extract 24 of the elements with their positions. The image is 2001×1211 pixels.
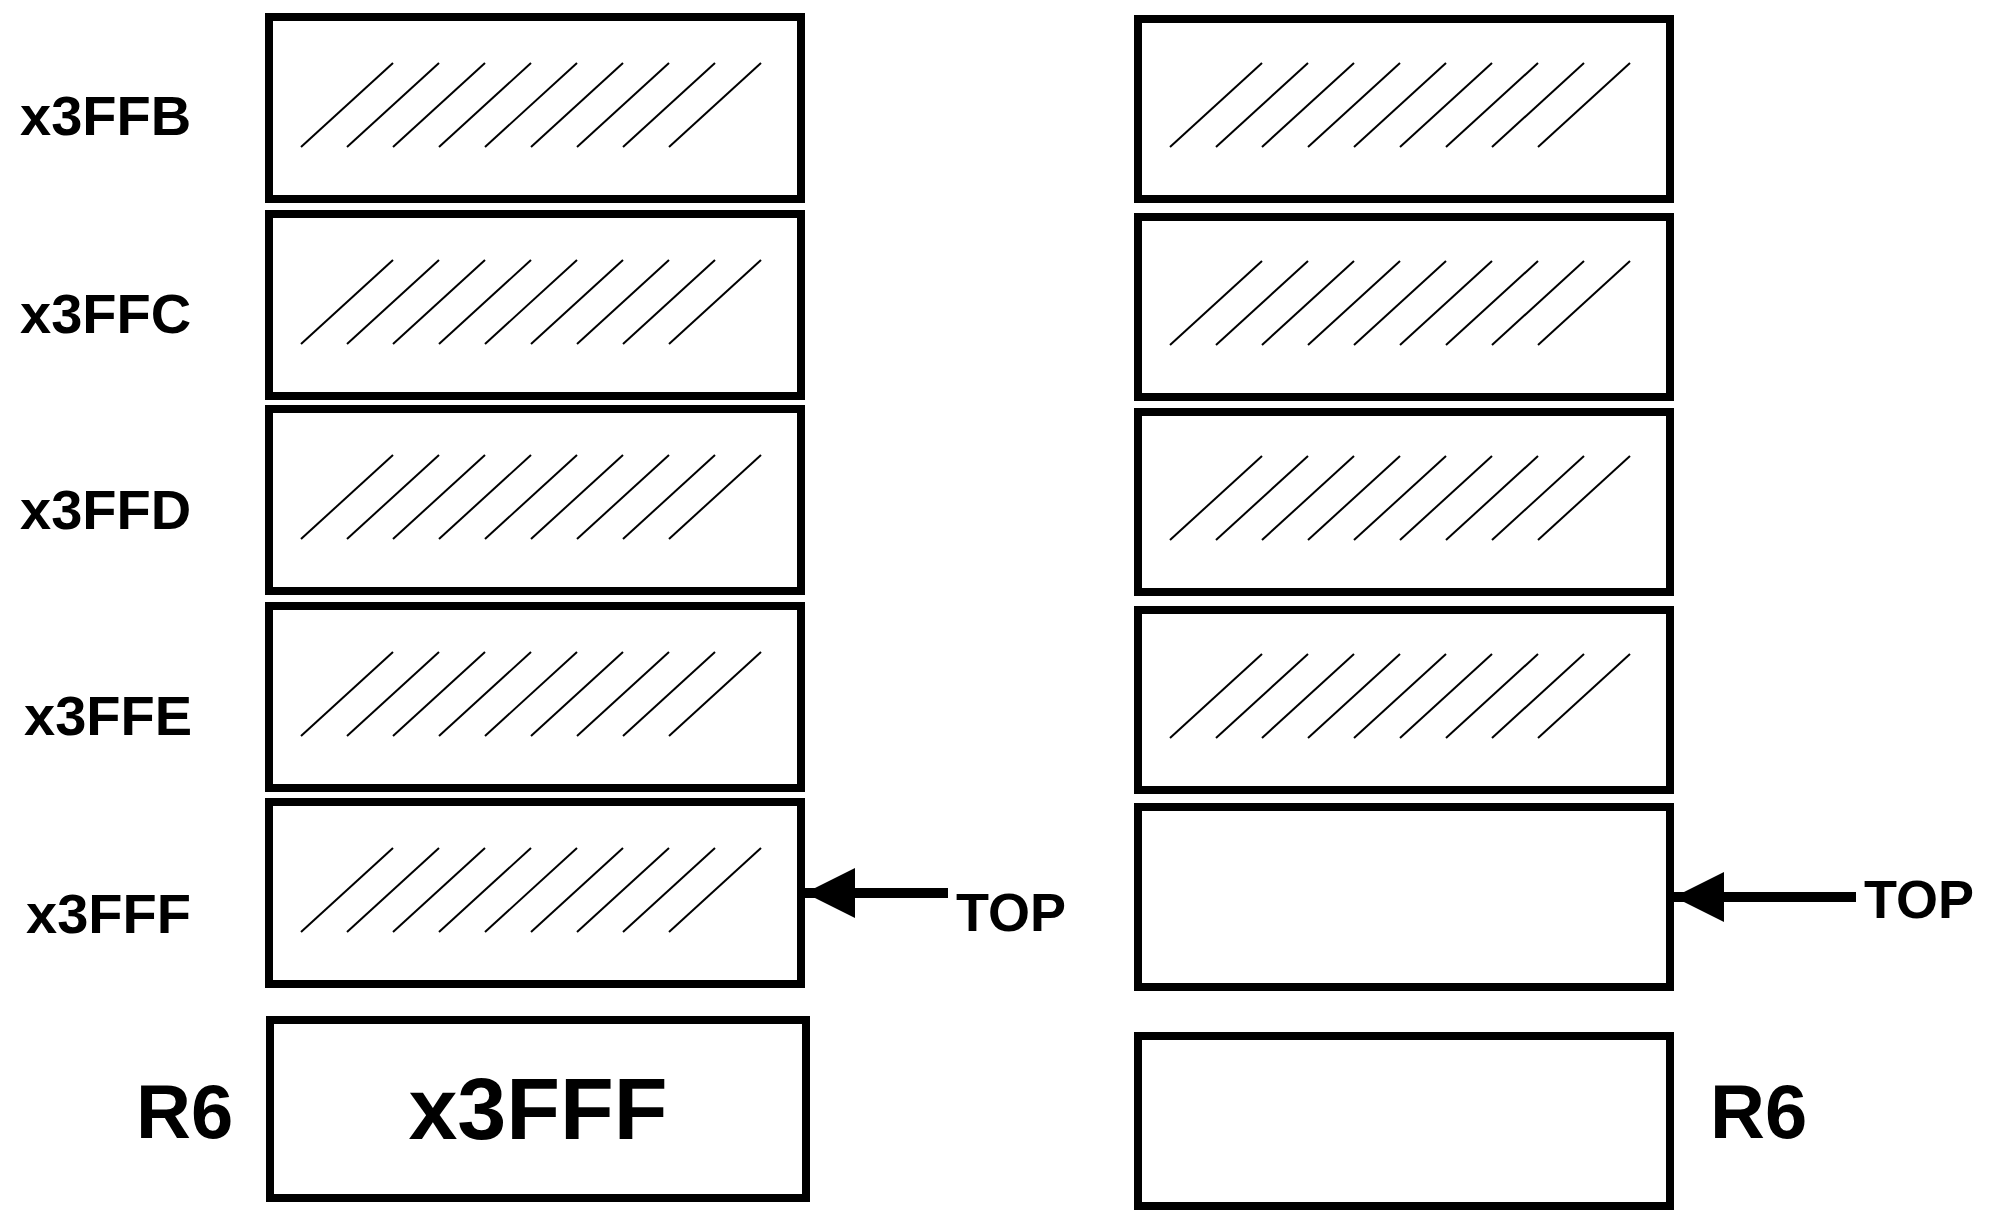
memory-cell xyxy=(265,798,805,988)
arrow xyxy=(1674,872,1856,922)
register-box xyxy=(266,1016,810,1202)
address-label: x3FFC xyxy=(20,286,192,342)
memory-cell xyxy=(265,602,805,792)
register-name: R6 xyxy=(136,1074,234,1150)
address-label: x3FFD xyxy=(20,482,192,538)
memory-cell xyxy=(1134,213,1674,401)
address-label: x3FFB xyxy=(20,88,192,144)
memory-cell xyxy=(1134,15,1674,203)
pointer-label: TOP xyxy=(956,885,1067,939)
memory-cell xyxy=(1134,408,1674,596)
register-box xyxy=(1134,1032,1674,1210)
pointer-label: TOP xyxy=(1864,872,1975,926)
memory-cell xyxy=(265,210,805,400)
register-name: R6 xyxy=(1710,1074,1808,1150)
memory-cell xyxy=(265,405,805,595)
address-label: x3FFF xyxy=(26,886,191,942)
memory-cell xyxy=(1134,803,1674,991)
register-value: x3FFF xyxy=(408,1065,668,1153)
memory-cell xyxy=(265,13,805,203)
address-label: x3FFE xyxy=(24,688,193,744)
memory-cell xyxy=(1134,606,1674,794)
arrow xyxy=(805,868,948,918)
